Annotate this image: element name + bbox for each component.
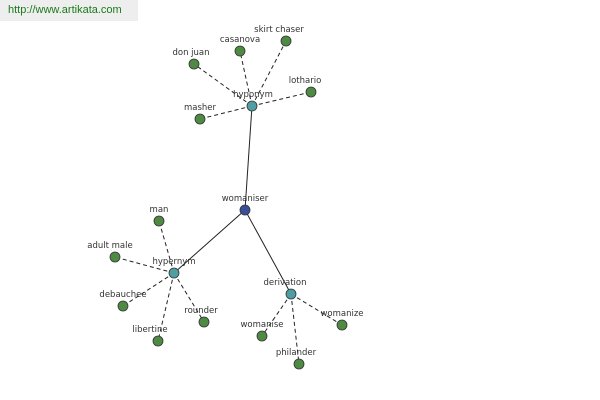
group-label-derivation[interactable]: derivation (263, 278, 306, 288)
leaf-node-don-juan[interactable] (188, 58, 200, 70)
edge-hyponym-masher (199, 105, 253, 120)
leaf-node-libertine[interactable] (152, 335, 164, 347)
leaf-label-rounder[interactable]: rounder (184, 306, 218, 316)
leaf-node-casanova[interactable] (234, 45, 246, 57)
leaf-node-masher[interactable] (194, 113, 206, 125)
edge-center-derivation (244, 209, 292, 295)
edge-hyponym-lothario (251, 91, 312, 107)
leaf-node-debauchee[interactable] (117, 300, 129, 312)
leaf-label-womanize[interactable]: womanize (320, 309, 363, 319)
leaf-node-womanise[interactable] (256, 330, 268, 342)
center-label-center[interactable]: womaniser (222, 194, 269, 204)
leaf-node-womanize[interactable] (336, 319, 348, 331)
edge-hyponym-casanova (239, 50, 253, 107)
leaf-label-casanova[interactable]: casanova (220, 35, 260, 45)
leaf-node-adult-male[interactable] (109, 251, 121, 263)
leaf-node-lothario[interactable] (305, 86, 317, 98)
leaf-label-womanise[interactable]: womanise (240, 320, 283, 330)
edge-hypernym-rounder (173, 272, 205, 323)
edge-derivation-philander (290, 293, 300, 365)
edge-derivation-womanize (290, 293, 343, 326)
leaf-node-skirt-chaser[interactable] (280, 35, 292, 47)
nodes (109, 35, 348, 370)
center-node-center[interactable] (239, 204, 251, 216)
leaf-label-skirt-chaser[interactable]: skirt chaser (254, 25, 304, 35)
leaf-node-philander[interactable] (293, 358, 305, 370)
leaf-node-man[interactable] (153, 215, 165, 227)
leaf-label-don-juan[interactable]: don juan (172, 48, 209, 58)
leaf-label-libertine[interactable]: libertine (132, 325, 167, 335)
leaf-label-man[interactable]: man (150, 205, 169, 215)
group-node-hyponym[interactable] (246, 100, 258, 112)
leaf-label-masher[interactable]: masher (184, 103, 217, 113)
edge-derivation-womanise (261, 293, 292, 337)
group-node-derivation[interactable] (285, 288, 297, 300)
edge-hypernym-debauchee (122, 272, 175, 307)
edge-center-hypernym (173, 209, 246, 274)
leaf-label-debauchee[interactable]: debauchee (99, 290, 146, 300)
leaf-node-rounder[interactable] (198, 316, 210, 328)
edge-hyponym-skirt-chaser (251, 40, 287, 107)
group-label-hypernym[interactable]: hypernym (152, 257, 195, 267)
site-url[interactable]: http://www.artikata.com (8, 4, 122, 16)
leaf-label-adult-male[interactable]: adult male (87, 241, 132, 251)
leaf-label-lothario[interactable]: lothario (289, 76, 322, 86)
group-label-hyponym[interactable]: hyponym (233, 90, 273, 100)
group-node-hypernym[interactable] (168, 267, 180, 279)
edge-hypernym-man (158, 220, 175, 274)
leaf-label-philander[interactable]: philander (276, 348, 317, 358)
edge-hypernym-libertine (157, 272, 175, 342)
edge-hyponym-don-juan (193, 63, 253, 107)
edge-hypernym-adult-male (114, 256, 175, 274)
edge-center-hyponym (244, 105, 253, 211)
url-banner: http://www.artikata.com (0, 0, 138, 21)
edges (114, 40, 343, 365)
